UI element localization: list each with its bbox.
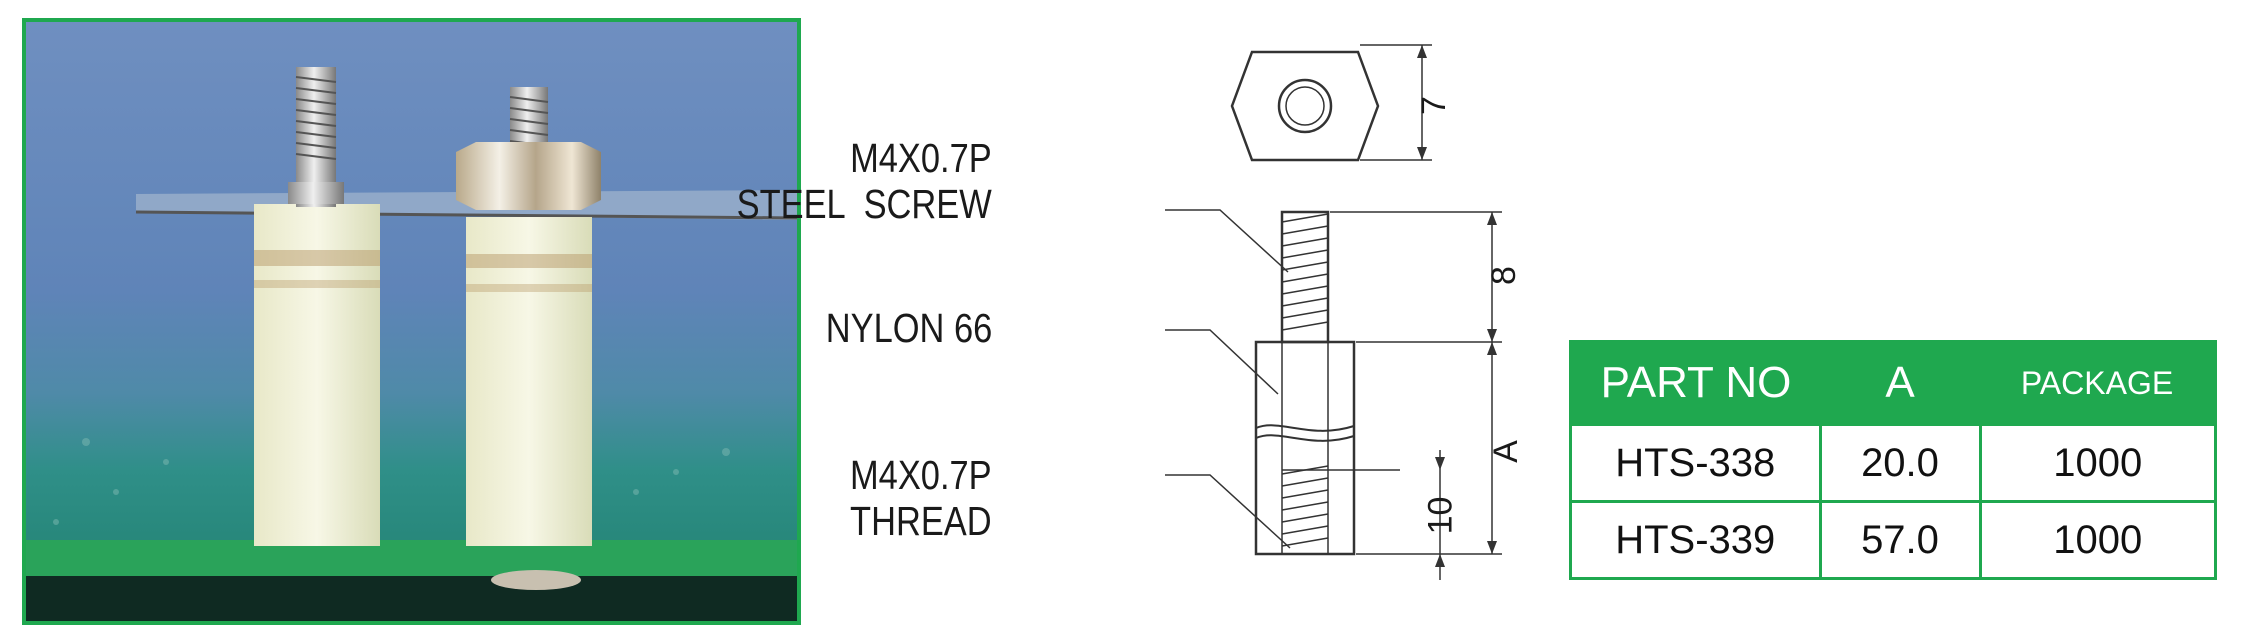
header-package: PACKAGE: [1980, 341, 2216, 425]
table-row: HTS-339 57.0 1000: [1569, 500, 2217, 580]
callout-body-label: NYLON 66: [825, 305, 992, 351]
cell-package: 1000: [1978, 423, 2217, 503]
cell-part-no: HTS-338: [1569, 423, 1822, 503]
spacer-drawing-svg: [1165, 44, 1502, 580]
header-part-no: PART NO: [1570, 341, 1820, 425]
cell-a: 57.0: [1818, 500, 1982, 580]
nylon-body: [1254, 340, 1356, 556]
callout-thread: M4X0.7P THREAD: [850, 452, 992, 544]
dim-hex-across-flats: 7: [1414, 96, 1453, 115]
part-spec-table: PART NO A PACKAGE HTS-338 20.0 1000 HTS-…: [1569, 340, 2217, 580]
dim-thread-depth: 10: [1421, 496, 1460, 535]
hex-top-view: [1230, 50, 1380, 162]
dim-body-length: A: [1486, 440, 1525, 463]
hex-bore: [1277, 78, 1333, 134]
cell-part-no: HTS-339: [1569, 500, 1822, 580]
callout-screw-line2: STEEL SCREW: [736, 181, 992, 227]
table-header-row: PART NO A PACKAGE: [1570, 341, 2216, 425]
callout-thread-line1: M4X0.7P: [850, 452, 992, 498]
callout-thread-line2: THREAD: [850, 498, 992, 544]
dim-screw-length: 8: [1484, 266, 1523, 285]
product-photo-image: [26, 22, 797, 621]
callout-nylon-body: NYLON 66: [825, 305, 992, 351]
header-a: A: [1820, 341, 1980, 425]
callout-steel-screw: M4X0.7P STEEL SCREW: [737, 135, 992, 227]
cell-package: 1000: [1978, 500, 2217, 580]
table-row: HTS-338 20.0 1000: [1569, 423, 2217, 503]
product-photo: [22, 18, 801, 625]
technical-drawing: M4X0.7P STEEL SCREW NYLON 66 M4X0.7P THR…: [737, 0, 1560, 631]
callout-screw-line1: M4X0.7P: [850, 135, 992, 181]
cell-a: 20.0: [1818, 423, 1982, 503]
